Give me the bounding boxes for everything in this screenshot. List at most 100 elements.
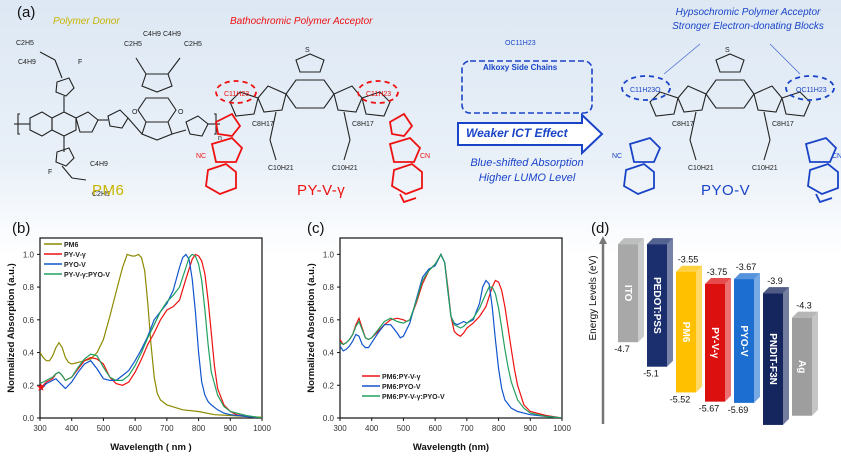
- bar-top-face: [647, 238, 673, 245]
- pyo-pointer-lines: [663, 43, 801, 75]
- pyv-name: PY-V-γ: [297, 182, 346, 199]
- top-value-label: -3.75: [707, 267, 728, 277]
- bar-top-face: [676, 265, 702, 272]
- bar-label: Ag: [796, 360, 807, 373]
- pyv-thiophene-end-right: [389, 112, 414, 137]
- legend-label: PY-V-γ: [64, 252, 86, 259]
- y-tick-label: 0.4: [23, 349, 35, 358]
- legend-label: PY-V-γ:PYO-V: [64, 272, 110, 279]
- pm6-c4h9-label-4: C4H9: [90, 161, 108, 168]
- pm6-c2h5-label-4: C2H5: [92, 191, 110, 198]
- pyo-sidechain-ellipse-left: [621, 75, 671, 101]
- pm6-bdt-ring-center: [51, 111, 77, 137]
- x-tick-label: 800: [192, 424, 206, 433]
- y-tick-label: 0.6: [323, 316, 335, 325]
- pyv-c10h21-left: C10H21: [268, 165, 294, 172]
- bar-side-face: [638, 238, 644, 343]
- bar-label: PY-V-γ: [709, 327, 720, 359]
- pyo-c11h23o-left: C11H23O: [630, 87, 661, 94]
- bar-top-face: [705, 277, 731, 284]
- pyv-indanone-right: [388, 136, 422, 163]
- bottom-value-label: -5.69: [728, 405, 749, 415]
- alkoxy-box-label: Alkoxy Side Chains: [483, 63, 558, 72]
- pyv-vinyl-link: [399, 193, 417, 204]
- x-tick-label: 600: [128, 424, 142, 433]
- pyv-c8h17-left: C8H17: [252, 121, 274, 128]
- pm6-f-label-2: F: [48, 169, 52, 176]
- legend-label: PM6: [64, 242, 79, 249]
- pm6-bdd-core: [137, 97, 177, 123]
- series-line-pm6: [40, 253, 262, 418]
- pm6-thiophene-top: [55, 77, 75, 97]
- pyv-benzene-right: [391, 162, 423, 195]
- x-tick-label: 600: [428, 424, 442, 433]
- alkoxy-group-label: OC11H23: [505, 40, 536, 47]
- bar-label: PNDIT-F3N: [767, 333, 778, 385]
- acceptor1-caption: Bathochromic Polymer Acceptor: [230, 16, 373, 27]
- effect-higher-lumo: Higher LUMO Level: [478, 172, 576, 184]
- alkoxy-box: [461, 60, 593, 114]
- bar-top-face: [792, 311, 818, 318]
- bar-side-face: [754, 273, 760, 403]
- energy-bar-ag: [792, 317, 812, 416]
- x-axis-label: Wavelength (nm): [413, 442, 489, 453]
- y-tick-label: 0.2: [23, 381, 35, 390]
- bar-top-face: [763, 287, 789, 294]
- pyo-nc-left: NC: [612, 153, 622, 160]
- acceptor2-caption-2: Stronger Electron-donating Blocks: [672, 21, 824, 32]
- panel-c-label: (c): [307, 220, 325, 237]
- pm6-n-label: n: [218, 135, 222, 142]
- y-tick-label: 1.0: [323, 250, 335, 259]
- energy-bar-ito: [618, 244, 638, 343]
- bar-side-face: [812, 311, 818, 416]
- y-tick-label: 0.0: [23, 414, 35, 423]
- acceptor2-caption-1: Hypsochromic Polymer Acceptor: [675, 7, 821, 18]
- molecular-structures: C2H5 C4H9 C2H5 C4H9 C4H9 C2H5 C4H9 C2H5 …: [14, 31, 841, 204]
- plot-frame: [339, 237, 563, 419]
- pm6-c4h9-label-2: C4H9: [143, 31, 161, 38]
- legend-label: PM6:PY-V-γ:PYO-V: [382, 394, 445, 401]
- top-value-label: -3.9: [767, 276, 783, 286]
- bar-top-face: [618, 238, 644, 245]
- pyo-thiophene-right: [781, 91, 811, 117]
- bottom-value-label: -5.67: [699, 404, 720, 414]
- bar-label: PYO-V: [738, 325, 749, 356]
- pyv-nc-left: NC: [196, 153, 206, 160]
- energy-bar-pyo-v: [734, 279, 754, 403]
- legend-label: PM6:PY-V-γ: [382, 374, 421, 381]
- x-tick-label: 500: [397, 424, 411, 433]
- x-tick-label: 900: [524, 424, 538, 433]
- pm6-thiophene-bottom: [55, 147, 75, 167]
- bar-side-face: [667, 238, 673, 367]
- panel-b-label: (b): [12, 220, 31, 237]
- bar-label: PEDOT:PSS: [651, 277, 662, 334]
- x-tick-label: 1000: [253, 424, 271, 433]
- pyo-thiadiazole: [715, 53, 745, 73]
- pm6-bdt-ring-left: [29, 111, 53, 137]
- weaker-ict-label: Weaker ICT Effect: [466, 126, 568, 140]
- y-tick-label: 0.2: [323, 381, 335, 390]
- pyv-s-label: S: [305, 47, 310, 54]
- bottom-value-label: -4.7: [614, 344, 630, 354]
- legend-label: PM6:PYO-V: [382, 384, 421, 391]
- y-tick-label: 0.4: [323, 349, 335, 358]
- bottom-value-label: -5.1: [643, 369, 659, 379]
- donor-caption: Polymer Donor: [53, 16, 120, 27]
- series-line-py-v-pyo-v: [40, 253, 262, 418]
- pyo-c8h17-right: C8H17: [772, 121, 794, 128]
- pyo-labels: S C11H23O OC11H23 C8H17 C8H17 C10H21 C10…: [612, 47, 841, 172]
- y-axis-label: Normalized Absorption (a.u.): [306, 263, 317, 392]
- y-tick-label: 1.0: [23, 250, 35, 259]
- pm6-bdd-thiophene-top: [141, 73, 173, 93]
- pyv-c11h23-right: C11H23: [366, 91, 391, 98]
- pm6-bdd-thiophene-bottom: [141, 121, 173, 141]
- weaker-ict-arrow: [457, 112, 604, 156]
- x-tick-label: 700: [160, 424, 174, 433]
- y-tick-label: 0.8: [23, 283, 35, 292]
- series-line-pm6-py-v-pyo-v: [340, 253, 562, 418]
- pyv-benzo-core: [285, 79, 335, 109]
- y-axis-label: Energy Levels (eV): [588, 255, 599, 340]
- top-value-label: -3.55: [678, 255, 699, 265]
- pyo-benzene-right: [807, 162, 839, 195]
- pyo-pyrrole-left: [677, 85, 707, 113]
